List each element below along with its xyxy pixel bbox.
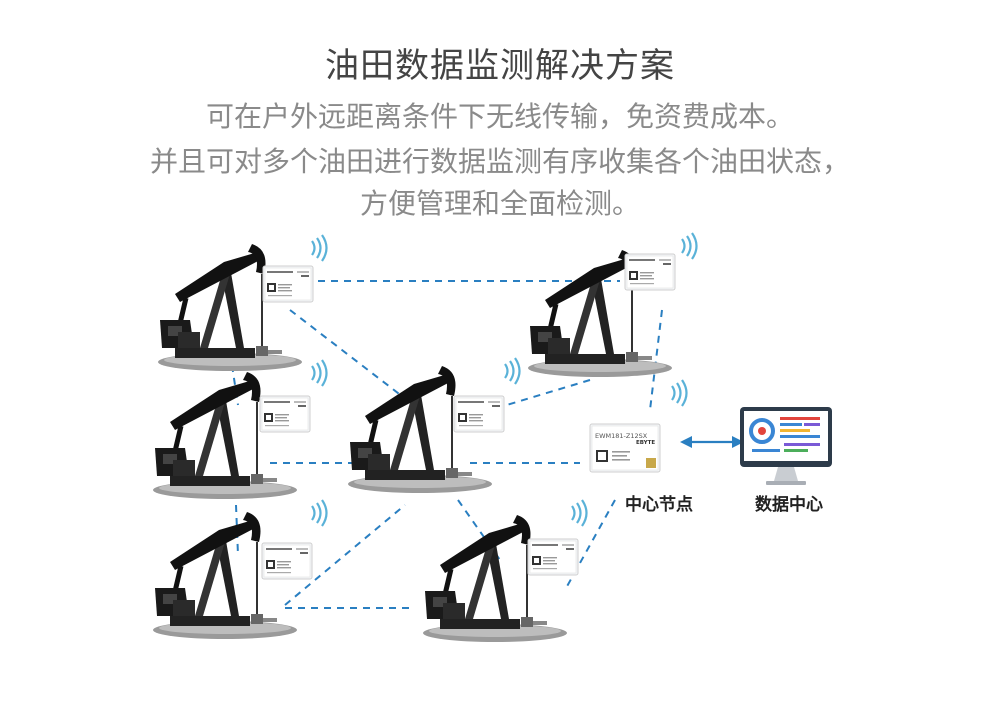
central-node-module: EWM181-Z12SX EBYTE xyxy=(589,423,661,473)
pumpjack-mid-left xyxy=(153,372,297,499)
rf-module-4 xyxy=(453,395,505,433)
subtitle-line-3: 方便管理和全面检测。 xyxy=(359,187,640,220)
central-node-label: 中心节点 xyxy=(625,494,693,515)
module-model-text: EWM181-Z12SX xyxy=(595,432,648,440)
subtitle-line-2: 并且可对多个油田进行数据监测有序收集各个油田状态， xyxy=(149,145,850,178)
link-left-vertical-2 xyxy=(235,504,239,556)
network-links xyxy=(231,280,663,609)
rf-module-6 xyxy=(527,538,579,576)
link-topright-hub xyxy=(649,309,663,411)
pumpjack-top-left xyxy=(158,244,302,371)
module-brand-text: EBYTE xyxy=(636,440,655,446)
subtitle-line-1: 可在户外远距离条件下无线传输，免资费成本。 xyxy=(205,100,794,133)
link-topright-center xyxy=(489,379,591,411)
link-botleft-center xyxy=(284,504,406,606)
bidirectional-arrow-icon xyxy=(680,436,744,448)
wifi-icon xyxy=(310,233,328,263)
wifi-icon xyxy=(310,498,328,528)
wifi-icon xyxy=(680,231,698,261)
rf-module-5 xyxy=(261,542,313,580)
link-left-vertical-1 xyxy=(231,364,239,406)
rf-module-2 xyxy=(624,253,676,291)
rf-module-3 xyxy=(259,395,311,433)
link-topleft-center xyxy=(289,309,421,411)
wifi-icon xyxy=(570,498,588,528)
data-center-monitor-icon xyxy=(740,407,832,485)
wifi-icon xyxy=(503,356,521,386)
rf-module-1 xyxy=(262,265,314,303)
wifi-icon xyxy=(310,358,328,388)
data-center-label: 数据中心 xyxy=(755,494,823,515)
pumpjack-bottom-center xyxy=(423,515,567,642)
page-title: 油田数据监测解决方案 xyxy=(325,46,675,86)
link-hub-botright xyxy=(564,499,616,591)
wifi-icon xyxy=(670,378,688,408)
